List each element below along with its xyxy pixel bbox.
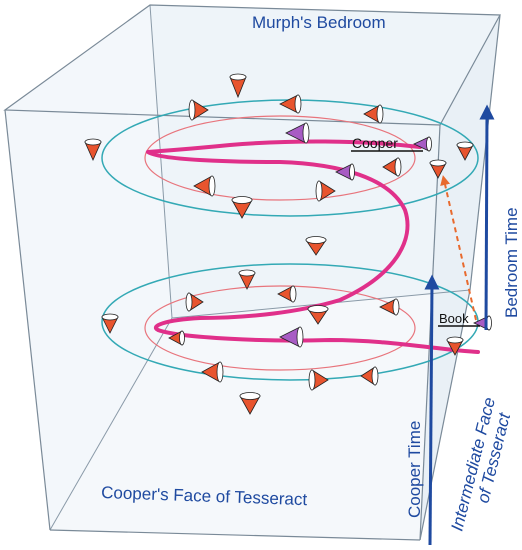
cone-icon <box>193 175 216 197</box>
helix-path <box>145 139 480 354</box>
cube-floor-face <box>50 290 470 540</box>
cone-icon <box>379 298 400 316</box>
cone-icon <box>201 361 224 383</box>
cone-icon <box>360 366 379 386</box>
top-face-label: Murph's Bedroom <box>252 13 386 32</box>
cone-icon <box>363 104 384 124</box>
cone-icon <box>315 180 336 202</box>
cooper-time-label: Cooper Time <box>405 421 424 518</box>
lower-orbit-inner-ring <box>144 285 416 371</box>
cone-icon <box>279 94 302 114</box>
cone-icon <box>277 285 297 303</box>
cone-icon <box>285 122 310 144</box>
cone-icon <box>231 196 253 219</box>
cone-icon <box>279 326 304 348</box>
cone-icon <box>446 336 464 356</box>
cooper-marker-label: Cooper <box>352 135 398 151</box>
cone-icon <box>307 305 329 325</box>
upper-orbit-inner-ring <box>144 115 416 201</box>
cone-icon <box>239 392 261 415</box>
cone-icon <box>185 292 204 312</box>
cone-icon <box>229 73 247 99</box>
upper-orbit-cones <box>84 73 474 219</box>
cube <box>3 4 501 541</box>
cone-icon <box>382 157 402 177</box>
cube-right-face <box>420 15 500 540</box>
cone-icon <box>238 269 256 290</box>
cone-icon <box>456 141 474 161</box>
cone-icon <box>305 236 327 256</box>
bedroom-time-arrow <box>479 104 495 331</box>
cone-icon <box>188 99 209 121</box>
cone-icon <box>335 163 355 181</box>
cone-icon <box>84 138 102 161</box>
cone-icon <box>429 159 447 179</box>
cooper-time-arrow <box>424 274 440 546</box>
lower-orbit-cones <box>101 269 492 415</box>
cone-icon <box>308 369 329 391</box>
cone-icon <box>168 330 185 346</box>
cone-icon <box>101 313 119 334</box>
bedroom-time-label: Bedroom Time <box>502 207 521 318</box>
cube-left-face <box>5 5 172 530</box>
dashed-connection-arrow <box>440 175 477 321</box>
cone-icon <box>413 136 432 152</box>
book-marker-label: Book <box>439 311 469 326</box>
